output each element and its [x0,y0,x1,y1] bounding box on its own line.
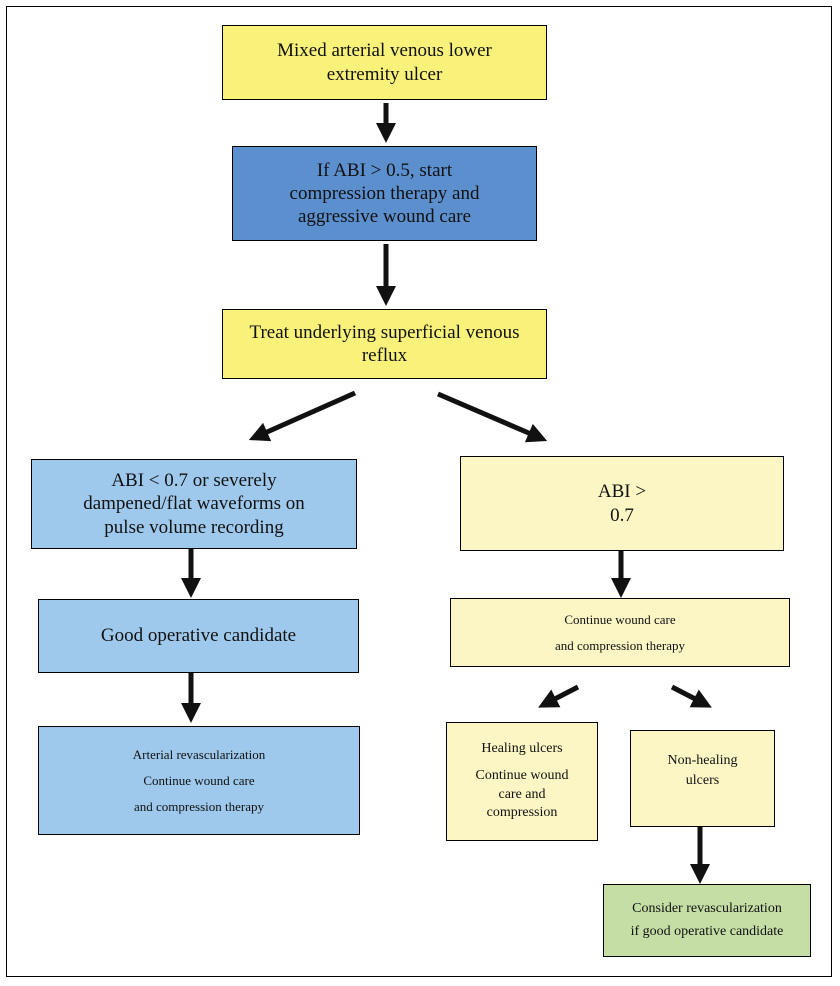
node-arterial-revasc-line-2: Continue wound care [143,772,255,788]
arrow-reflux-to-abi-gt [437,391,548,443]
node-treat-reflux-line-2: reflux [361,345,408,366]
node-consider-revasc-line-2: if good operative candidate [630,923,784,939]
node-consider-revasc: Consider revascularization if good opera… [603,884,811,957]
node-healing: Healing ulcers Continue wound care and c… [446,722,598,841]
node-abi-lt-07-line-1: ABI < 0.7 or severely [111,470,277,492]
node-healing-line-3: care and [498,786,546,802]
node-abi-05: If ABI > 0.5, start compression therapy … [232,146,537,241]
node-mixed-ulcer: Mixed arterial venous lower extremity ul… [222,25,547,100]
node-abi-05-line-3: aggressive wound care [297,206,472,228]
node-good-candidate: Good operative candidate [38,599,359,673]
node-abi-gt-07: ABI > 0.7 [460,456,784,551]
node-abi-lt-07: ABI < 0.7 or severely dampened/flat wave… [31,459,357,549]
node-treat-reflux-line-1: Treat underlying superficial venous [249,321,520,343]
node-treat-reflux: Treat underlying superficial venous refl… [222,309,547,379]
node-abi-gt-07-line-2: 0.7 [610,504,634,526]
node-arterial-revasc-line-3: and compression therapy [134,798,264,814]
node-continue-care-line-1: Continue wound care [564,611,676,627]
node-non-healing-line-1: Non-healing [667,753,738,768]
arrow-continue-to-nonhealing [670,684,712,708]
node-arterial-revasc-line-1: Arterial revascularization [132,746,266,762]
node-arterial-revasc: Arterial revascularization Continue woun… [38,726,360,835]
node-non-healing-line-2: ulcers [685,772,720,788]
node-good-candidate-line-1: Good operative candidate [100,625,297,647]
node-continue-care: Continue wound care and compression ther… [450,598,790,667]
arrow-reflux-to-abi-lt [248,390,357,442]
node-healing-line-1: Healing ulcers [481,740,563,756]
node-consider-revasc-line-1: Consider revascularization [632,901,782,917]
node-mixed-ulcer-line-1: Mixed arterial venous lower [277,40,492,62]
node-continue-care-line-2: and compression therapy [555,637,685,653]
figure-frame [6,6,832,977]
node-abi-05-line-2: compression therapy and [289,182,480,204]
node-abi-05-line-1: If ABI > 0.5, start [316,159,453,181]
arrow-continue-to-healing [538,684,580,708]
node-mixed-ulcer-line-2: extremity ulcer [326,63,443,85]
node-non-healing: Non-healing ulcers [630,730,775,827]
node-healing-line-4: compression [486,805,558,821]
node-healing-line-2: Continue wound [475,767,569,783]
node-abi-gt-07-line-1: ABI > [597,481,647,503]
node-abi-lt-07-line-2: dampened/flat waveforms on [83,493,305,515]
node-abi-lt-07-line-3: pulse volume recording [104,516,284,538]
